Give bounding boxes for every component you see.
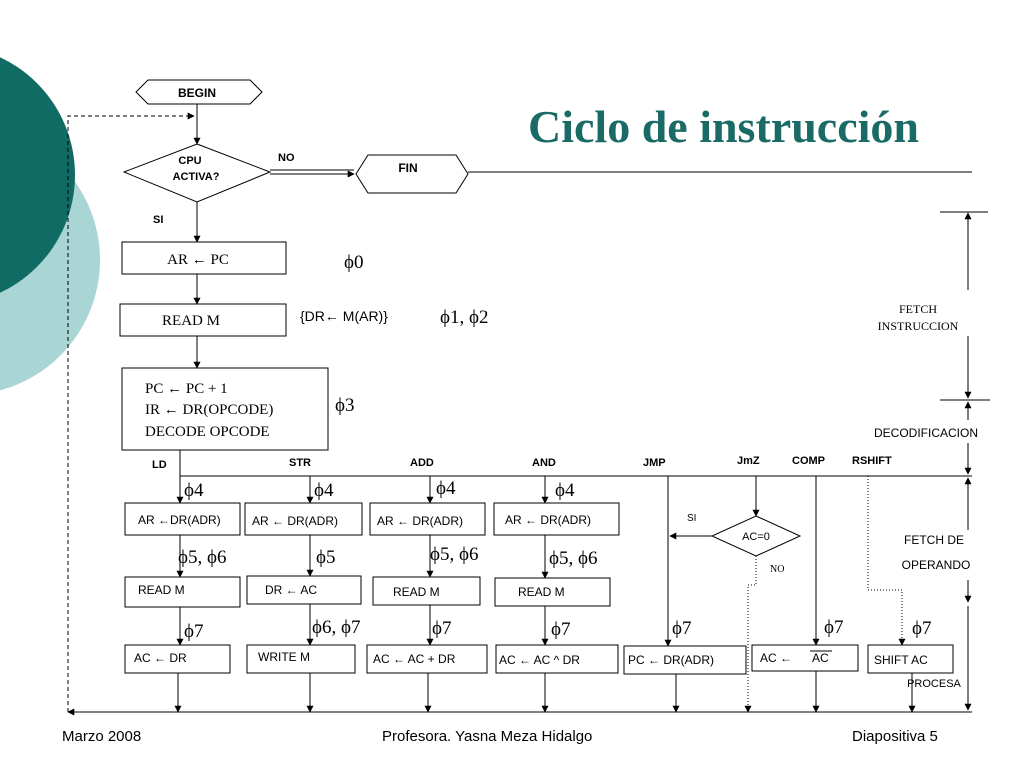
footer-slide-number: Diapositiva 5 <box>852 728 938 745</box>
fetch-instruccion-2: INSTRUCCION <box>878 319 959 333</box>
comp-phase: ϕ7 <box>824 617 844 638</box>
add-box3 <box>366 644 488 674</box>
str-phase-c: ϕ6, ϕ7 <box>312 617 361 638</box>
jmz-si-label: SI <box>687 513 696 524</box>
add-box3-text: AC ← AC + DR <box>373 652 456 666</box>
rshift-box-text: SHIFT AC <box>874 653 928 667</box>
str-box3 <box>246 644 356 674</box>
procesa-label: PROCESA <box>907 678 961 690</box>
rshift-phase: ϕ7 <box>912 618 932 639</box>
ld-phase-b: ϕ5, ϕ6 <box>178 547 227 568</box>
rshift-box <box>867 644 954 674</box>
jmz-label: JmZ <box>737 455 760 467</box>
ar-pc-text: AR ← PC <box>167 252 229 268</box>
and-box2 <box>494 577 611 607</box>
fetch-operando-2: OPERANDO <box>902 558 971 572</box>
comp-box-operand: AC <box>812 651 829 665</box>
phi12-label: ϕ1, ϕ2 <box>440 307 489 328</box>
begin-terminal <box>135 79 263 105</box>
no-label: NO <box>278 152 295 164</box>
ld-label: LD <box>152 459 167 471</box>
fetch-instruccion-1: FETCH <box>899 302 937 316</box>
ld-box3-text: AC ← DR <box>134 651 187 665</box>
dr-read-note: {DR← M(AR)} <box>300 308 388 324</box>
add-phase-b: ϕ5, ϕ6 <box>430 544 479 565</box>
str-box3-text: WRITE M <box>258 650 310 664</box>
str-box2 <box>246 575 362 605</box>
si-label: SI <box>153 214 163 226</box>
ld-box1-text: AR ←DR(ADR) <box>138 513 221 527</box>
str-box2-text: DR ← AC <box>265 583 317 597</box>
cpu-label-2: ACTIVA? <box>173 171 220 183</box>
comp-label: COMP <box>792 455 825 467</box>
fin-label: FIN <box>398 161 417 175</box>
str-box1-text: AR ← DR(ADR) <box>252 514 338 528</box>
and-phase-a: ϕ4 <box>555 480 575 501</box>
fin-terminal <box>355 154 469 194</box>
ld-phase-a: ϕ4 <box>184 480 204 501</box>
cpu-label-1: CPU <box>178 155 201 167</box>
begin-label: BEGIN <box>178 86 216 100</box>
add-box1-text: AR ← DR(ADR) <box>377 514 463 528</box>
ld-box2 <box>124 576 241 608</box>
and-box1 <box>493 502 620 536</box>
ar-pc-box <box>121 241 287 275</box>
fetch-operando-1: FETCH DE <box>904 533 964 547</box>
jmp-phase: ϕ7 <box>672 618 692 639</box>
jmp-box <box>623 645 747 675</box>
str-box1 <box>244 502 363 536</box>
add-box2 <box>372 576 481 606</box>
add-label: ADD <box>410 457 434 469</box>
add-phase-c: ϕ7 <box>432 618 452 639</box>
ld-phase-c: ϕ7 <box>184 621 204 642</box>
comp-box-prefix: AC ← <box>760 651 792 665</box>
add-phase-a: ϕ4 <box>436 478 456 499</box>
and-label: AND <box>532 457 556 469</box>
decode-line-3: DECODE OPCODE <box>145 424 270 440</box>
and-phase-c: ϕ7 <box>551 619 571 640</box>
ld-box2-text: READ M <box>138 583 185 597</box>
add-box2-text: READ M <box>393 585 440 599</box>
and-box3 <box>495 644 619 674</box>
decode-box <box>121 367 329 451</box>
phi3-label: ϕ3 <box>335 395 355 416</box>
rshift-label: RSHIFT <box>852 455 892 467</box>
decode-line-2: IR ← DR(OPCODE) <box>145 402 273 418</box>
ac-zero-text: AC=0 <box>742 531 770 543</box>
jmp-box-text: PC ← DR(ADR) <box>628 653 714 667</box>
decodificacion-label: DECODIFICACION <box>874 426 978 440</box>
phi0-label: ϕ0 <box>344 252 364 273</box>
decorative-circles <box>0 57 100 391</box>
comp-box <box>751 644 859 672</box>
ld-box1 <box>124 502 241 536</box>
str-label: STR <box>289 457 311 469</box>
str-phase-b: ϕ5 <box>316 547 336 568</box>
add-box1 <box>369 502 486 536</box>
read-m-box <box>119 303 287 337</box>
read-m-text: READ M <box>162 313 220 329</box>
footer-date: Marzo 2008 <box>62 728 142 745</box>
dark-teal-circle <box>0 57 75 293</box>
jmz-no-label: NO <box>770 564 784 575</box>
footer-author: Profesora. Yasna Meza Hidalgo <box>382 728 593 745</box>
and-phase-b: ϕ5, ϕ6 <box>549 548 598 569</box>
and-box2-text: READ M <box>518 585 565 599</box>
str-phase-a: ϕ4 <box>314 480 334 501</box>
jmp-label: JMP <box>643 457 666 469</box>
and-box3-text: AC ← AC ^ DR <box>499 653 580 667</box>
and-box1-text: AR ← DR(ADR) <box>505 513 591 527</box>
slide-title: Ciclo de instrucción <box>528 101 919 152</box>
ld-box3 <box>124 644 231 674</box>
decode-line-1: PC ← PC + 1 <box>145 381 228 397</box>
